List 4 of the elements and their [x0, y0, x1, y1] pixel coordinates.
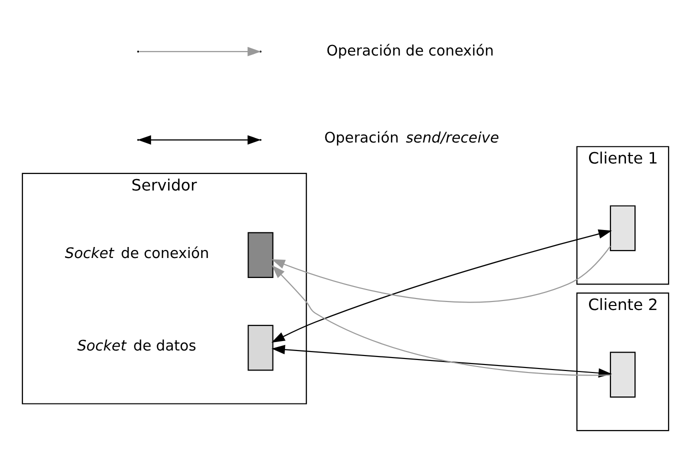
- legend-label: Operación de conexión: [326, 42, 494, 59]
- legend-label: Operación send/receive: [324, 130, 499, 146]
- node-label: Socket de datos: [76, 338, 196, 354]
- node-label: Socket de conexión: [64, 245, 209, 262]
